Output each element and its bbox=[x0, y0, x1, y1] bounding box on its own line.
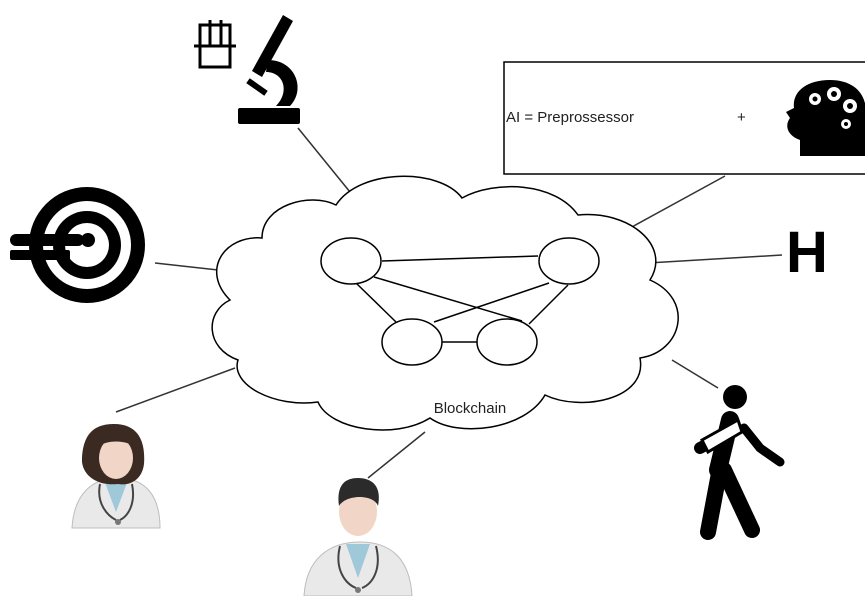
brain-gears-head-icon bbox=[786, 80, 865, 156]
mri-scanner-icon bbox=[10, 187, 145, 303]
ai-box-text: AI = Preprossessor bbox=[506, 109, 634, 126]
link-doctor-male bbox=[367, 431, 426, 479]
net-node bbox=[476, 318, 538, 366]
link-microscope bbox=[297, 127, 351, 193]
link-hospital bbox=[647, 254, 783, 264]
injured-patient-icon bbox=[694, 385, 785, 540]
link-doctor-female bbox=[115, 367, 236, 413]
blockchain-label: Blockchain bbox=[434, 400, 507, 417]
link-patient bbox=[671, 359, 719, 389]
net-edge bbox=[373, 276, 523, 322]
microscope-icon bbox=[238, 15, 300, 124]
female-doctor-icon bbox=[71, 424, 161, 529]
net-edge bbox=[381, 255, 539, 262]
net-edge bbox=[355, 282, 397, 323]
net-edge bbox=[528, 284, 569, 325]
link-mri bbox=[154, 262, 219, 271]
male-doctor-icon bbox=[303, 478, 413, 596]
net-node bbox=[538, 237, 600, 285]
net-edge bbox=[433, 282, 550, 323]
net-node bbox=[320, 237, 382, 285]
lab-tubes-icon bbox=[194, 20, 236, 69]
blockchain-cloud bbox=[211, 175, 679, 431]
hospital-h-icon: H bbox=[786, 220, 828, 285]
link-ai bbox=[629, 175, 726, 229]
ai-box-plus: + bbox=[737, 109, 746, 126]
net-node bbox=[381, 318, 443, 366]
